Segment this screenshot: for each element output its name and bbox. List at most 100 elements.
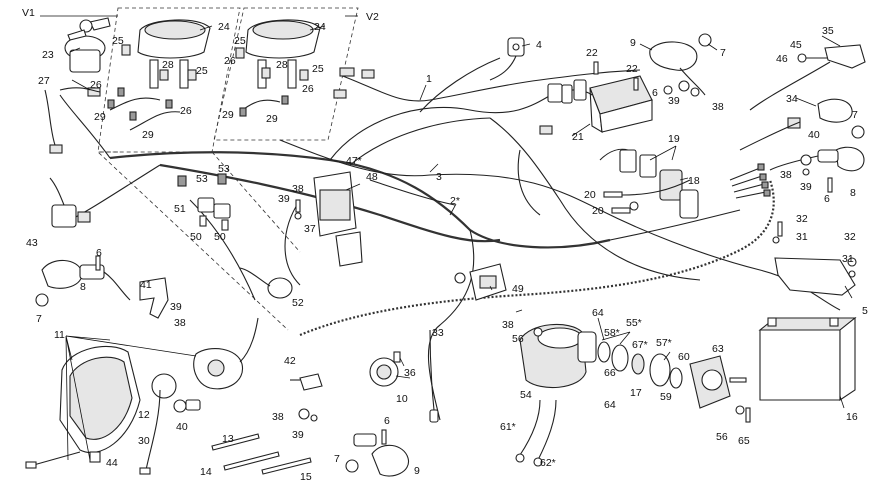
callout-39: 39	[278, 193, 290, 205]
callout-29: 29	[94, 111, 106, 123]
indicator-8-right	[769, 146, 865, 172]
bracket-42	[290, 373, 323, 391]
callout-50: 50	[214, 231, 226, 243]
callout-35: 35	[822, 25, 834, 37]
callout-1: 1	[426, 73, 432, 85]
callout-22: 22	[586, 47, 598, 59]
callout-56: 56	[512, 333, 524, 345]
wire-33-sleeve	[299, 179, 775, 337]
callout-19: 19	[668, 133, 680, 145]
callout-11: 11	[54, 329, 65, 341]
callout-67s: 67*	[632, 339, 648, 351]
callout-39: 39	[292, 429, 304, 441]
callout-9: 9	[630, 37, 636, 49]
battery-16	[758, 316, 857, 402]
mirror-9-upper	[649, 33, 712, 96]
callout-34: 34	[786, 93, 798, 105]
callout-7: 7	[36, 313, 42, 325]
wire-3	[279, 139, 841, 311]
wire-30-terminal	[139, 467, 151, 475]
bracket-41	[139, 277, 169, 319]
callout-61s: 61*	[500, 421, 516, 433]
cables-61-62	[515, 399, 557, 467]
headlight-back	[193, 317, 259, 390]
callout-7: 7	[852, 109, 858, 121]
variant-label-v1: V1	[22, 7, 35, 19]
connector-27	[44, 87, 101, 154]
wire-1	[339, 69, 641, 102]
callout-6: 6	[652, 87, 658, 99]
item-52	[239, 267, 293, 299]
callout-31: 31	[842, 253, 854, 265]
sensor-4	[489, 37, 525, 81]
wire-30	[145, 389, 161, 471]
callout-58s: 58*	[604, 327, 620, 339]
bolts-20	[603, 179, 691, 214]
callout-39: 39	[170, 301, 182, 313]
callout-38: 38	[292, 183, 304, 195]
battery-bracket-5	[772, 221, 857, 296]
instrument-cluster-v2	[235, 19, 321, 117]
callout-26: 26	[302, 83, 314, 95]
cable-ties	[211, 433, 312, 475]
callout-64: 64	[592, 307, 604, 319]
callout-30: 30	[138, 435, 150, 447]
callout-52: 52	[292, 297, 304, 309]
callout-12: 12	[138, 409, 150, 421]
handlebar-switch-35	[749, 44, 866, 111]
relay-box-18	[599, 148, 699, 219]
headlight-11	[25, 345, 141, 469]
callout-labels: V1 V2 23 24 24 25 25 25 25 26 26 26 26 2…	[22, 7, 868, 483]
callout-7: 7	[334, 453, 340, 465]
callout-47s: 47*	[346, 155, 362, 167]
indicator-34	[739, 98, 865, 151]
callout-40: 40	[176, 421, 188, 433]
callout-39: 39	[668, 95, 680, 107]
callout-29: 29	[222, 109, 234, 121]
callout-10: 10	[396, 393, 408, 405]
callout-26: 26	[224, 55, 236, 67]
callout-65: 65	[738, 435, 750, 447]
callout-8: 8	[850, 187, 856, 199]
callout-44: 44	[106, 457, 118, 469]
callout-3: 3	[436, 171, 442, 183]
callout-9: 9	[414, 465, 420, 477]
callout-53: 53	[196, 173, 208, 185]
ignition-switch-23	[64, 17, 111, 73]
callout-57s: 57*	[656, 337, 672, 349]
relay-49	[454, 263, 507, 301]
callout-4: 4	[536, 39, 542, 51]
callout-50: 50	[190, 231, 202, 243]
callout-39: 39	[800, 181, 812, 193]
callout-38: 38	[174, 317, 186, 329]
callout-56: 56	[716, 431, 728, 443]
callout-63: 63	[712, 343, 724, 355]
variant-label-v2: V2	[366, 11, 379, 23]
callout-38: 38	[502, 319, 514, 331]
connectors-upper	[333, 67, 587, 135]
callout-49: 49	[512, 283, 524, 295]
callout-25: 25	[196, 65, 208, 77]
items-37-38-39	[294, 199, 302, 220]
callout-20: 20	[584, 189, 596, 201]
callout-26: 26	[180, 105, 192, 117]
fuse-holder-43	[49, 177, 91, 228]
callout-26: 26	[90, 79, 102, 91]
callout-6: 6	[384, 415, 390, 427]
callout-22: 22	[626, 63, 638, 75]
indicator-9-lower	[345, 433, 409, 477]
lower-fasteners	[298, 408, 387, 445]
bolts-22	[593, 61, 639, 91]
horn-10	[369, 351, 401, 387]
callout-32: 32	[796, 213, 808, 225]
callout-24: 24	[218, 21, 230, 33]
callout-45: 45	[790, 39, 802, 51]
callout-16: 16	[846, 411, 858, 423]
callout-60: 60	[678, 351, 690, 363]
callout-17: 17	[630, 387, 642, 399]
callout-18: 18	[688, 175, 700, 187]
leader-lines	[40, 15, 853, 461]
callout-36: 36	[404, 367, 416, 379]
starter-relay-63	[689, 355, 751, 423]
